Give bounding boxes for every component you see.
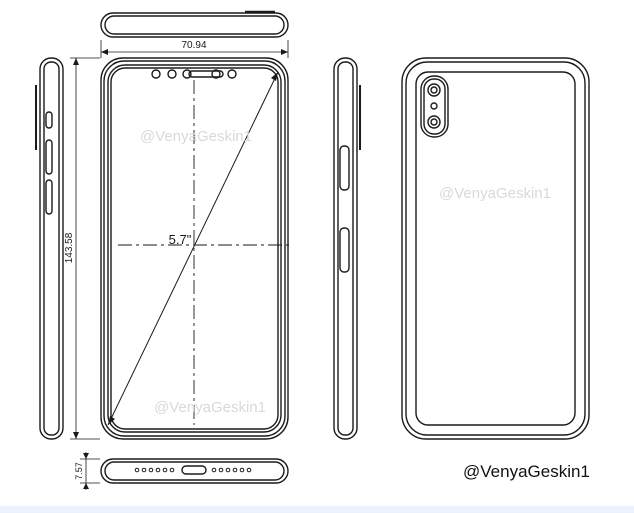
front-sensor-3 xyxy=(182,69,192,79)
charging-port xyxy=(181,465,207,475)
watermark-front-top: @VenyaGeskin1 xyxy=(140,128,252,145)
top-edge-view xyxy=(100,10,289,38)
rear-camera-1 xyxy=(427,83,441,97)
width-dimension xyxy=(100,40,289,58)
front-view xyxy=(100,57,290,440)
camera-bump xyxy=(420,75,449,138)
height-dimension xyxy=(70,57,100,440)
depth-dimension-label: 7.57 xyxy=(74,462,84,480)
back-view xyxy=(401,57,590,440)
bottom-strip xyxy=(0,506,634,513)
rear-camera-2 xyxy=(427,115,441,129)
front-sensor-4 xyxy=(211,69,221,79)
diagonal-label: 5.7" xyxy=(169,232,192,247)
front-sensor-2 xyxy=(167,69,177,79)
bottom-edge-view xyxy=(100,458,289,484)
depth-dimension xyxy=(80,452,100,490)
height-dimension-label: 143.58 xyxy=(64,232,75,263)
rear-flash xyxy=(430,102,438,110)
watermark-back: @VenyaGeskin1 xyxy=(439,185,551,202)
earpiece-speaker xyxy=(188,70,224,78)
front-sensor-1 xyxy=(151,69,161,79)
right-side-view xyxy=(333,57,361,440)
front-sensor-5 xyxy=(227,69,237,79)
width-dimension-label: 70.94 xyxy=(181,40,206,51)
left-side-view xyxy=(35,57,64,440)
author-credit: @VenyaGeskin1 xyxy=(463,462,590,481)
watermark-front-bottom: @VenyaGeskin1 xyxy=(154,399,266,416)
